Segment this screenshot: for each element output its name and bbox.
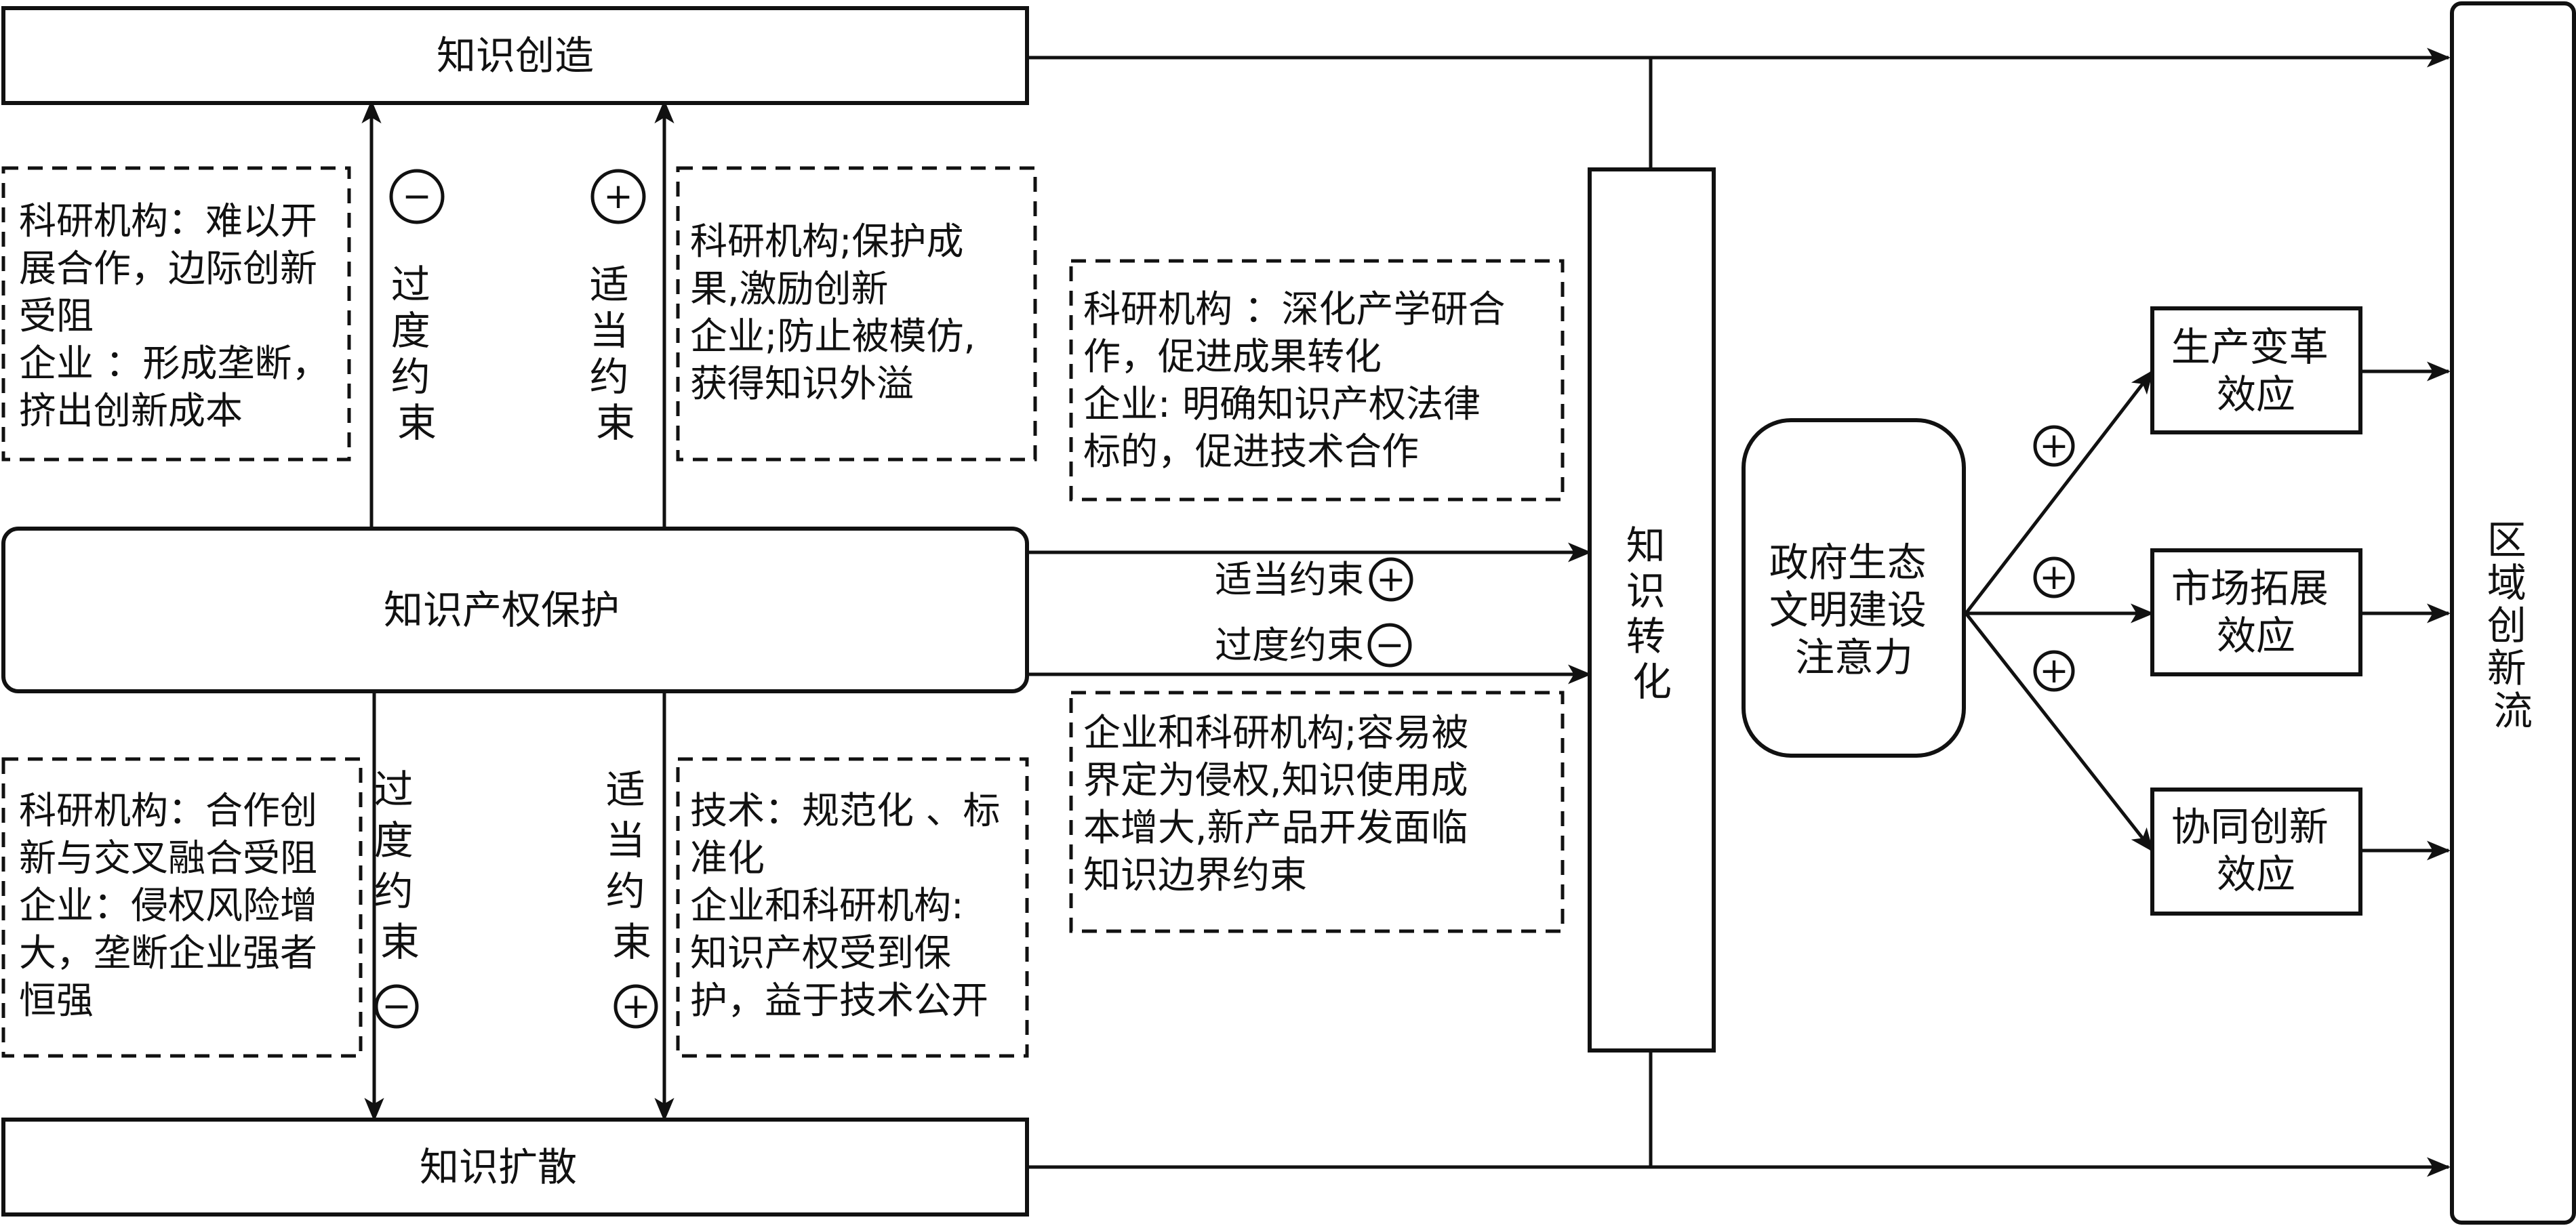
note-creation-excessive: 科研机构：难以开 展合作，边际创新 受阻 企业 ：形成垄断， 挤出创新成本 [1,166,351,462]
market-effect-node: 市场拓展 效应 [2150,548,2362,676]
plus-sign-transformation: + [1369,557,1413,602]
plus-sign-synergy: + [2033,650,2075,692]
svg-text:−: − [402,176,432,217]
svg-text:+: + [2039,651,2069,691]
svg-text:+: + [2039,557,2069,598]
note-creation-excessive-text: 科研机构：难以开 展合作，边际创新 受阻 企业 ：形成垄断， 挤出创新成本 [19,199,341,432]
svg-text:+: + [2039,426,2069,466]
gov-to-synergy-arrow [1965,612,2154,853]
label-excessive-up: 过 度 约 束 [391,262,443,446]
note-creation-appropriate-text: 科研机构;保护成 果,激励创新 企业;防止被模仿, 获得知识外溢 [690,220,988,405]
note-diffusion-appropriate-text: 技术：规范化 、标 准化 企业和科研机构: 知识产权受到保 护，益于技术公开 [690,789,1012,1022]
note-transformation-excessive: 企业和科研机构;容易被 界定为侵权,知识使用成 本增大,新产品开发面临 知识边界… [1069,691,1565,933]
note-diffusion-excessive-text: 科研机构：合作创 新与交叉融合受阻 企业：侵权风险增 大，垄断企业强者 恒强 [19,789,329,1022]
label-excessive-down: 过 度 约 束 [374,767,426,965]
knowledge-diffusion-label: 知识扩散 [420,1144,577,1190]
plus-sign-production: + [2033,425,2075,467]
knowledge-creation-node: 知识创造 [1,6,1029,105]
label-appropriate-down: 适 当 约 束 [606,767,658,965]
minus-sign-creation: − [389,169,445,224]
note-diffusion-appropriate: 技术：规范化 、标 准化 企业和科研机构: 知识产权受到保 护，益于技术公开 [676,757,1029,1058]
knowledge-diffusion-node: 知识扩散 [1,1118,1029,1217]
note-diffusion-excessive: 科研机构：合作创 新与交叉融合受阻 企业：侵权风险增 大，垄断企业强者 恒强 [1,757,363,1058]
note-creation-appropriate: 科研机构;保护成 果,激励创新 企业;防止被模仿, 获得知识外溢 [676,166,1037,462]
svg-text:+: + [621,986,651,1027]
production-effect-label: 生产变革 效应 [2171,324,2341,417]
note-transformation-excessive-text: 企业和科研机构;容易被 界定为侵权,知识使用成 本增大,新产品开发面临 知识边界… [1083,711,1481,897]
synergy-effect-label: 协同创新 效应 [2171,804,2341,897]
plus-sign-market: + [2033,556,2075,598]
svg-text:+: + [1376,559,1406,600]
knowledge-transformation-node: 知 识 转 化 [1588,167,1716,1053]
ip-protection-node: 知识产权保护 [1,527,1029,693]
note-transformation-appropriate-text: 科研机构 ：深化产学研合 作，促进成果转化 企业: 明确知识产权法律 标的，促进… [1083,287,1517,473]
government-attention-node: 政府生态 文明建设 注意力 [1742,418,1966,758]
plus-sign-diffusion: + [613,984,658,1029]
knowledge-transformation-label: 知 识 转 化 [1626,523,1678,705]
government-attention-label: 政府生态 文明建设 注意力 [1769,539,1939,680]
synergy-effect-node: 协同创新 效应 [2150,788,2362,916]
plus-sign-creation: + [590,169,646,224]
label-excessive-horizontal: 过度约束 [1215,624,1364,667]
regional-innovation-label: 区 域 创 新 流 [2487,517,2539,734]
minus-sign-transformation: − [1367,623,1412,668]
svg-text:+: + [603,176,633,217]
note-transformation-appropriate: 科研机构 ：深化产学研合 作，促进成果转化 企业: 明确知识产权法律 标的，促进… [1069,259,1565,502]
connectors [361,47,2451,1177]
label-appropriate-horizontal: 适当约束 [1215,558,1364,601]
market-effect-label: 市场拓展 效应 [2171,565,2341,659]
minus-sign-diffusion: − [374,984,419,1029]
ip-protection-label: 知识产权保护 [384,587,620,633]
production-effect-node: 生产变革 效应 [2150,306,2362,434]
knowledge-creation-label: 知识创造 [437,33,594,79]
label-appropriate-up: 适 当 约 束 [590,262,641,446]
svg-text:−: − [382,986,411,1027]
regional-innovation-node: 区 域 创 新 流 [2450,1,2576,1225]
gov-to-production-arrow [1965,369,2154,615]
svg-text:−: − [1375,625,1405,666]
